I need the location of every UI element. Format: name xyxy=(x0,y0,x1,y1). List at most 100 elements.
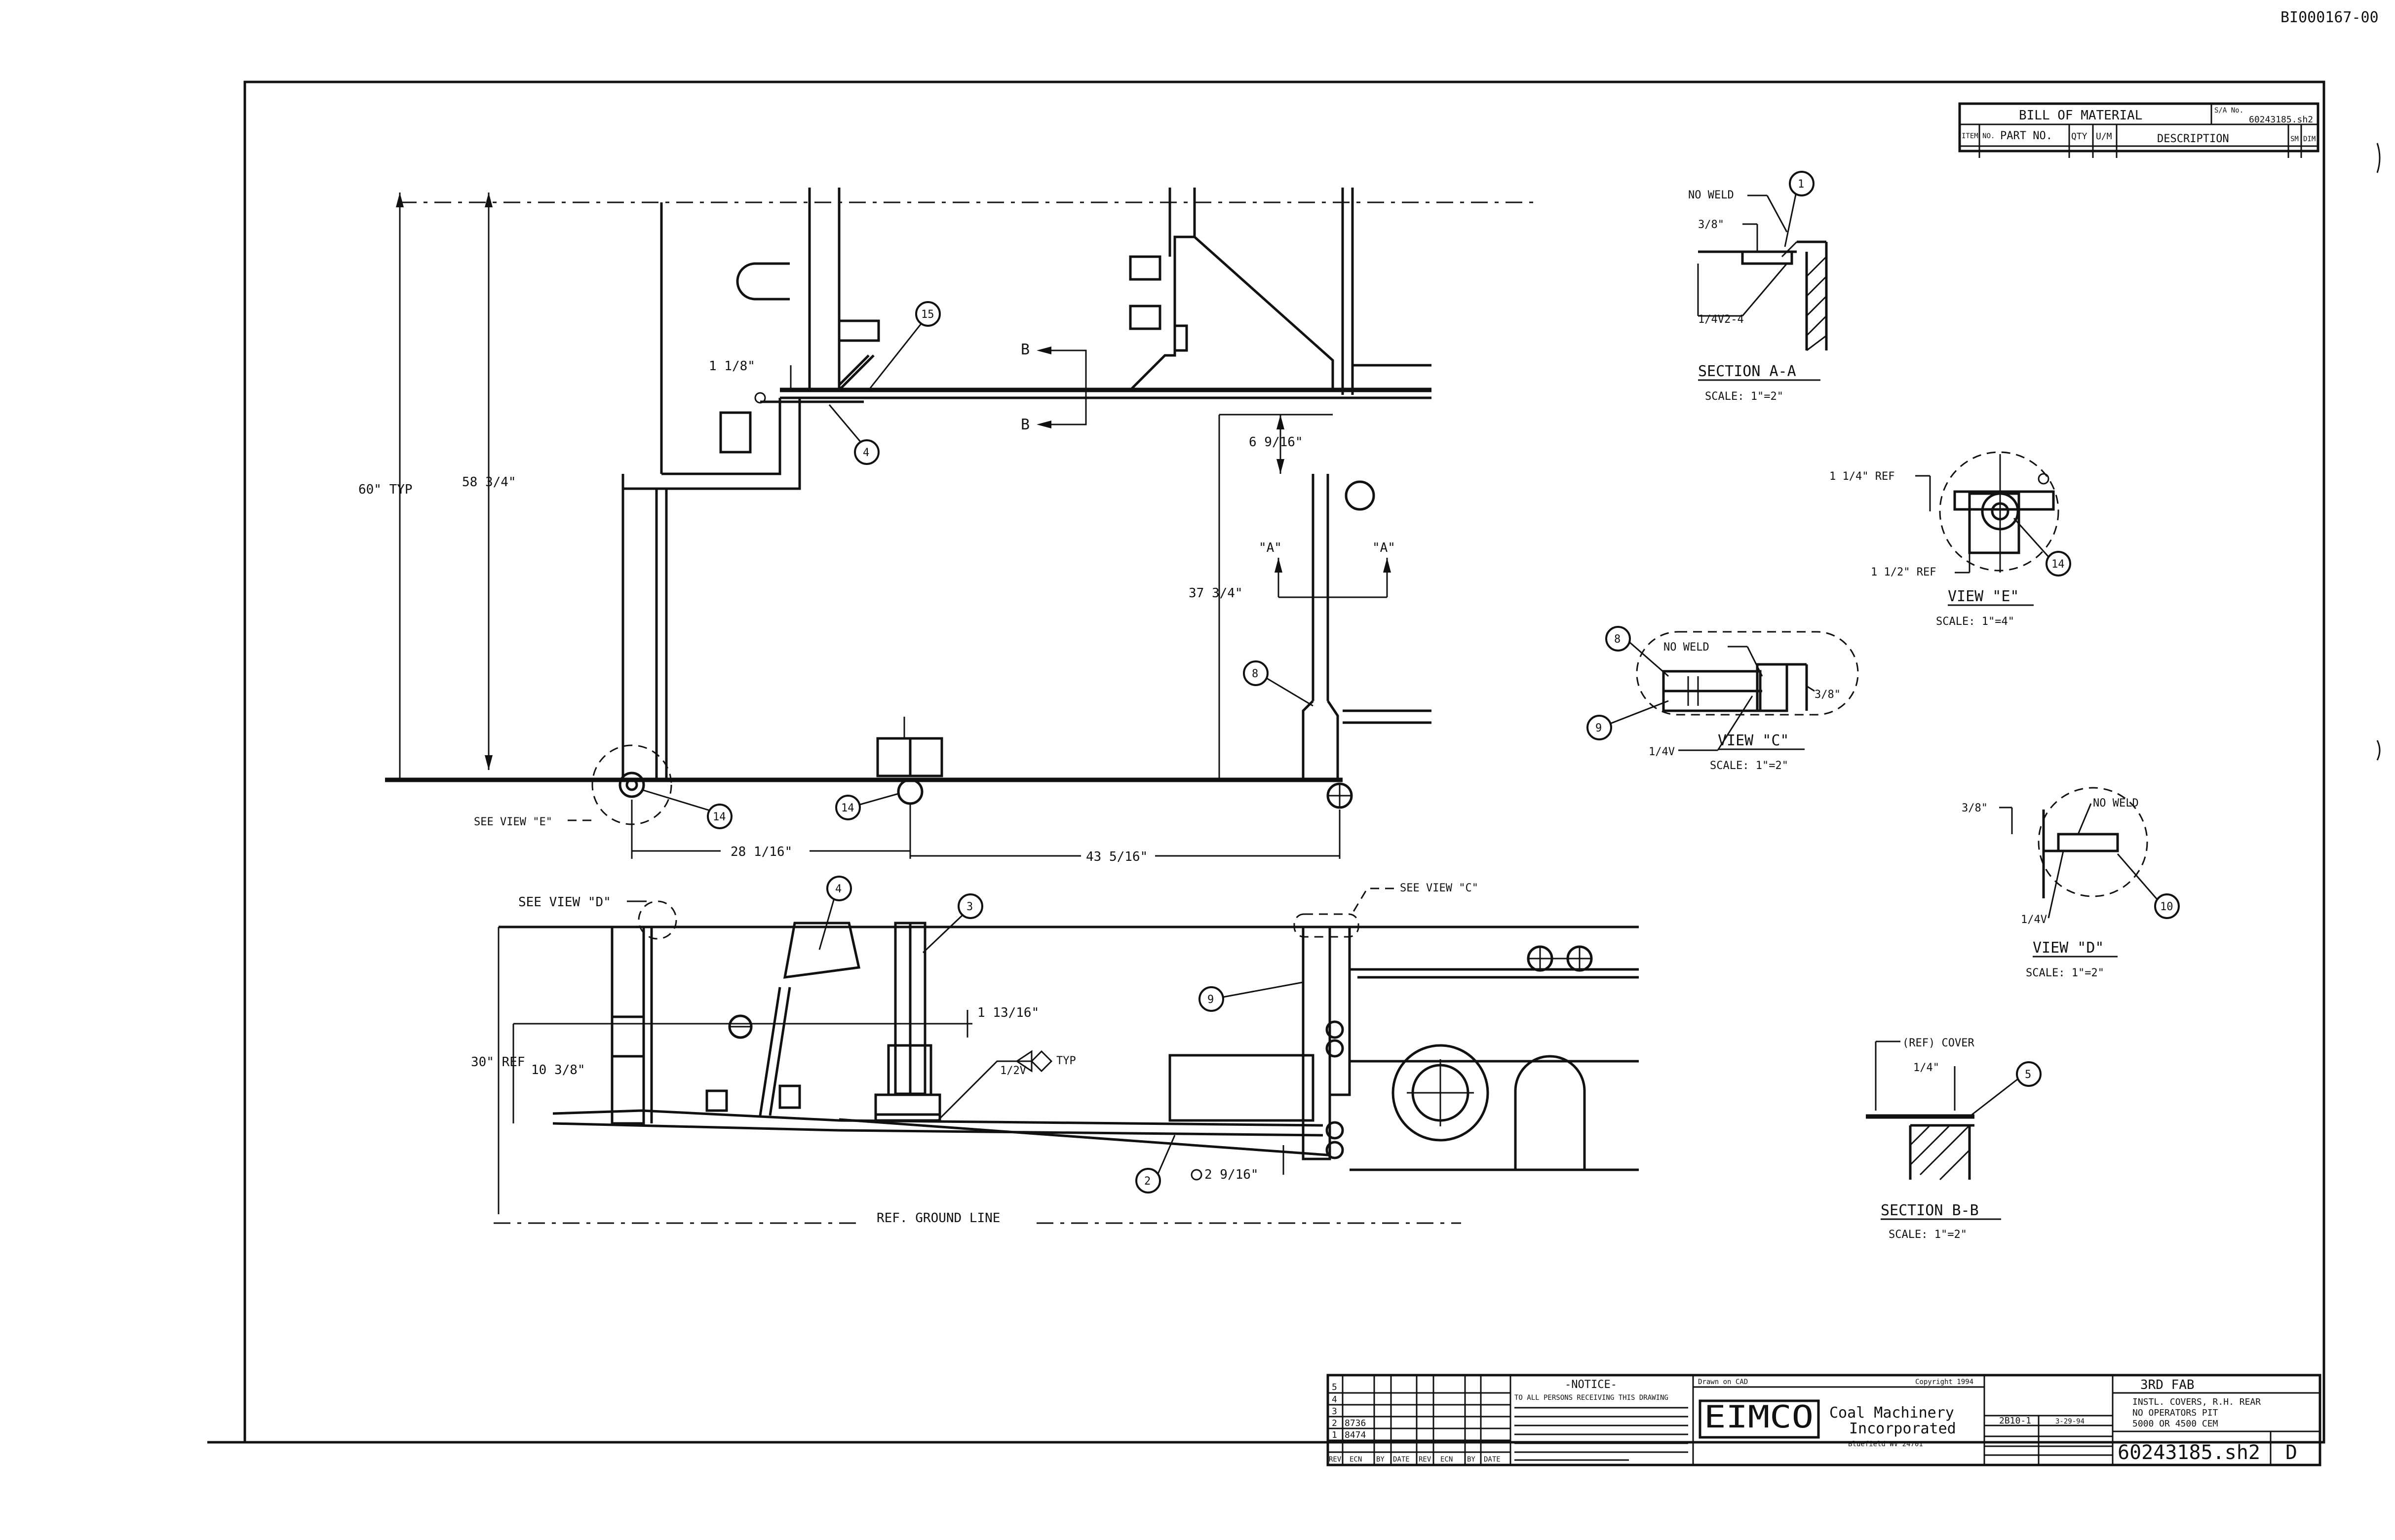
balloon-2: 2 xyxy=(1144,1175,1151,1188)
rev-row-4: 4 xyxy=(1332,1394,1337,1405)
bom-ref-label: S/A No. xyxy=(2214,107,2243,115)
cut-mark-a-left: "A" xyxy=(1259,540,1282,555)
rev-header-ecn: ECN xyxy=(1350,1456,1362,1463)
view-d-title: VIEW "D" xyxy=(2033,939,2104,957)
cut-mark-b-bottom: B xyxy=(1021,416,1030,433)
view-d-dim: 3/8" xyxy=(1962,802,1988,814)
balloon-14-b: 14 xyxy=(841,802,854,814)
cut-mark-a-right: "A" xyxy=(1372,540,1395,555)
section-aa-scale: SCALE: 1"=2" xyxy=(1705,390,1783,403)
date-code-2: 3-29-94 xyxy=(2055,1418,2085,1425)
see-view-d-label: SEE VIEW "D" xyxy=(518,895,611,910)
balloon-14-a: 14 xyxy=(713,811,726,823)
date-code-1: 2B10-1 xyxy=(1999,1416,2031,1426)
bom-header-part: PART NO. xyxy=(2000,130,2052,142)
section-b-b: (REF) COVER 1/4" 5 SECTION B-B SCALE: 1"… xyxy=(1866,1037,2042,1241)
copyright: Copyright 1994 xyxy=(1915,1378,1973,1386)
title-line-3: 5000 OR 4500 CEM xyxy=(2132,1419,2218,1429)
balloon-15: 15 xyxy=(921,308,934,321)
balloon-1: 1 xyxy=(1798,178,1804,191)
rev-row-2-ecn: 8736 xyxy=(1345,1418,1366,1428)
view-d: 3/8" NO WELD 1/4V 10 VIEW "D" SCALE: 1"=… xyxy=(1962,787,2180,979)
view-c-scale: SCALE: 1"=2" xyxy=(1710,760,1788,772)
dim-1-1-8: 1 1/8" xyxy=(709,359,755,374)
revision-label: 3RD FAB xyxy=(2140,1378,2195,1392)
balloon-8-view-c: 8 xyxy=(1614,633,1621,646)
section-a-a: NO WELD 3/8" 1/4V2-4 1 SECTION A-A SCALE… xyxy=(1688,171,1828,403)
view-e-ref1: 1 1/4" REF xyxy=(1829,470,1894,483)
rev-header-ecn-2: ECN xyxy=(1440,1456,1453,1463)
notice-text: TO ALL PERSONS RECEIVING THIS DRAWING xyxy=(1514,1394,1668,1402)
rev-header-by-2: BY xyxy=(1467,1456,1475,1463)
dim-2-9-16: 2 9/16" xyxy=(1204,1167,1259,1182)
notice-title: -NOTICE- xyxy=(1565,1379,1617,1391)
elevation-view: REF. GROUND LINE SEE VIEW "D" 30" REF 10… xyxy=(471,876,1639,1226)
section-bb-cover: (REF) COVER xyxy=(1902,1037,1974,1049)
see-view-e-label: SEE VIEW "E" xyxy=(474,816,552,828)
dim-30-ref: 30" REF xyxy=(471,1055,525,1070)
section-aa-title: SECTION A-A xyxy=(1698,363,1796,380)
drawing-border xyxy=(243,80,2325,1444)
drawn-on-cad: Drawn on CAD xyxy=(1698,1378,1748,1386)
view-c-dim: 3/8" xyxy=(1815,689,1841,701)
rev-header-date: DATE xyxy=(1393,1456,1410,1463)
view-c: NO WELD 3/8" 1/4V 8 9 VIEW "C" SCALE: 1"… xyxy=(1586,626,1859,772)
see-view-c-label: SEE VIEW "C" xyxy=(1400,882,1478,894)
dim-37-3-4: 37 3/4" xyxy=(1189,586,1243,601)
dim-43-5-16: 43 5/16" xyxy=(1086,849,1148,864)
company-address: Bluefield WV 24701 xyxy=(1848,1440,1923,1448)
section-aa-no-weld: NO WELD xyxy=(1688,189,1734,201)
bom-header-item: ITEM NO. xyxy=(1962,132,1995,140)
rev-row-3: 3 xyxy=(1332,1406,1337,1417)
bom-header-desc: DESCRIPTION xyxy=(2157,133,2229,145)
bom-header-qty: QTY xyxy=(2071,131,2087,142)
dim-28-1-16: 28 1/16" xyxy=(731,845,792,859)
rev-row-1: 1 xyxy=(1332,1430,1337,1440)
company-logo-text: EIMCO xyxy=(1704,1399,1814,1435)
section-aa-dim: 3/8" xyxy=(1698,219,1724,231)
bom-title: BILL OF MATERIAL xyxy=(2019,108,2142,123)
bom-header-um: U/M xyxy=(2096,131,2112,142)
dim-6-9-16: 6 9/16" xyxy=(1249,435,1303,450)
rev-row-2: 2 xyxy=(1332,1418,1337,1428)
balloon-4-plan: 4 xyxy=(863,447,869,459)
document-id: BI000167-00 xyxy=(2280,9,2379,26)
balloon-3: 3 xyxy=(966,901,973,913)
view-d-no-weld: NO WELD xyxy=(2093,797,2139,809)
section-bb-title: SECTION B-B xyxy=(1881,1202,1979,1219)
rev-header-rev: REV xyxy=(1329,1456,1342,1463)
dim-1-13-16: 1 13/16" xyxy=(977,1005,1039,1020)
rev-header-date-2: DATE xyxy=(1484,1456,1501,1463)
bill-of-material-table: BILL OF MATERIAL S/A No. 60243185.sh2 IT… xyxy=(1958,102,2319,158)
balloon-9: 9 xyxy=(1207,994,1214,1006)
balloon-8-plan: 8 xyxy=(1252,668,1258,680)
balloon-4-elev: 4 xyxy=(835,883,842,895)
view-e-ref2: 1 1/2" REF xyxy=(1871,566,1936,578)
bom-header-dim: DIM xyxy=(2303,135,2316,143)
view-c-weld: 1/4V xyxy=(1649,746,1675,758)
section-bb-dim: 1/4" xyxy=(1913,1062,1939,1074)
view-c-no-weld: NO WELD xyxy=(1663,641,1709,654)
balloon-5: 5 xyxy=(2025,1069,2031,1081)
dim-58-3-4: 58 3/4" xyxy=(462,475,516,490)
rev-header-by: BY xyxy=(1376,1456,1385,1463)
balloon-9-view-c: 9 xyxy=(1595,722,1602,734)
bom-header-sm: SM xyxy=(2290,135,2299,143)
sheet-revision: D xyxy=(2285,1441,2297,1464)
bom-ref: 60243185.sh2 xyxy=(2249,115,2313,125)
view-d-weld: 1/4V xyxy=(2021,914,2047,926)
drawing-number: 60243185.sh2 xyxy=(2118,1441,2260,1464)
view-e-scale: SCALE: 1"=4" xyxy=(1936,616,2014,628)
ref-ground-line: REF. GROUND LINE xyxy=(877,1211,1000,1226)
company-name-1: Coal Machinery xyxy=(1829,1404,1954,1422)
dim-60-typ: 60" TYP xyxy=(358,482,413,497)
title-line-1: INSTL. COVERS, R.H. REAR xyxy=(2132,1397,2261,1407)
balloon-14-view-e: 14 xyxy=(2051,558,2065,571)
view-d-scale: SCALE: 1"=2" xyxy=(2026,967,2104,979)
cut-mark-b-top: B xyxy=(1021,341,1030,358)
title-line-2: NO OPERATORS PIT xyxy=(2132,1408,2218,1418)
rev-header-rev-2: REV xyxy=(1419,1456,1431,1463)
company-name-2: Incorporated xyxy=(1849,1420,1956,1437)
view-e-title: VIEW "E" xyxy=(1948,588,2019,605)
